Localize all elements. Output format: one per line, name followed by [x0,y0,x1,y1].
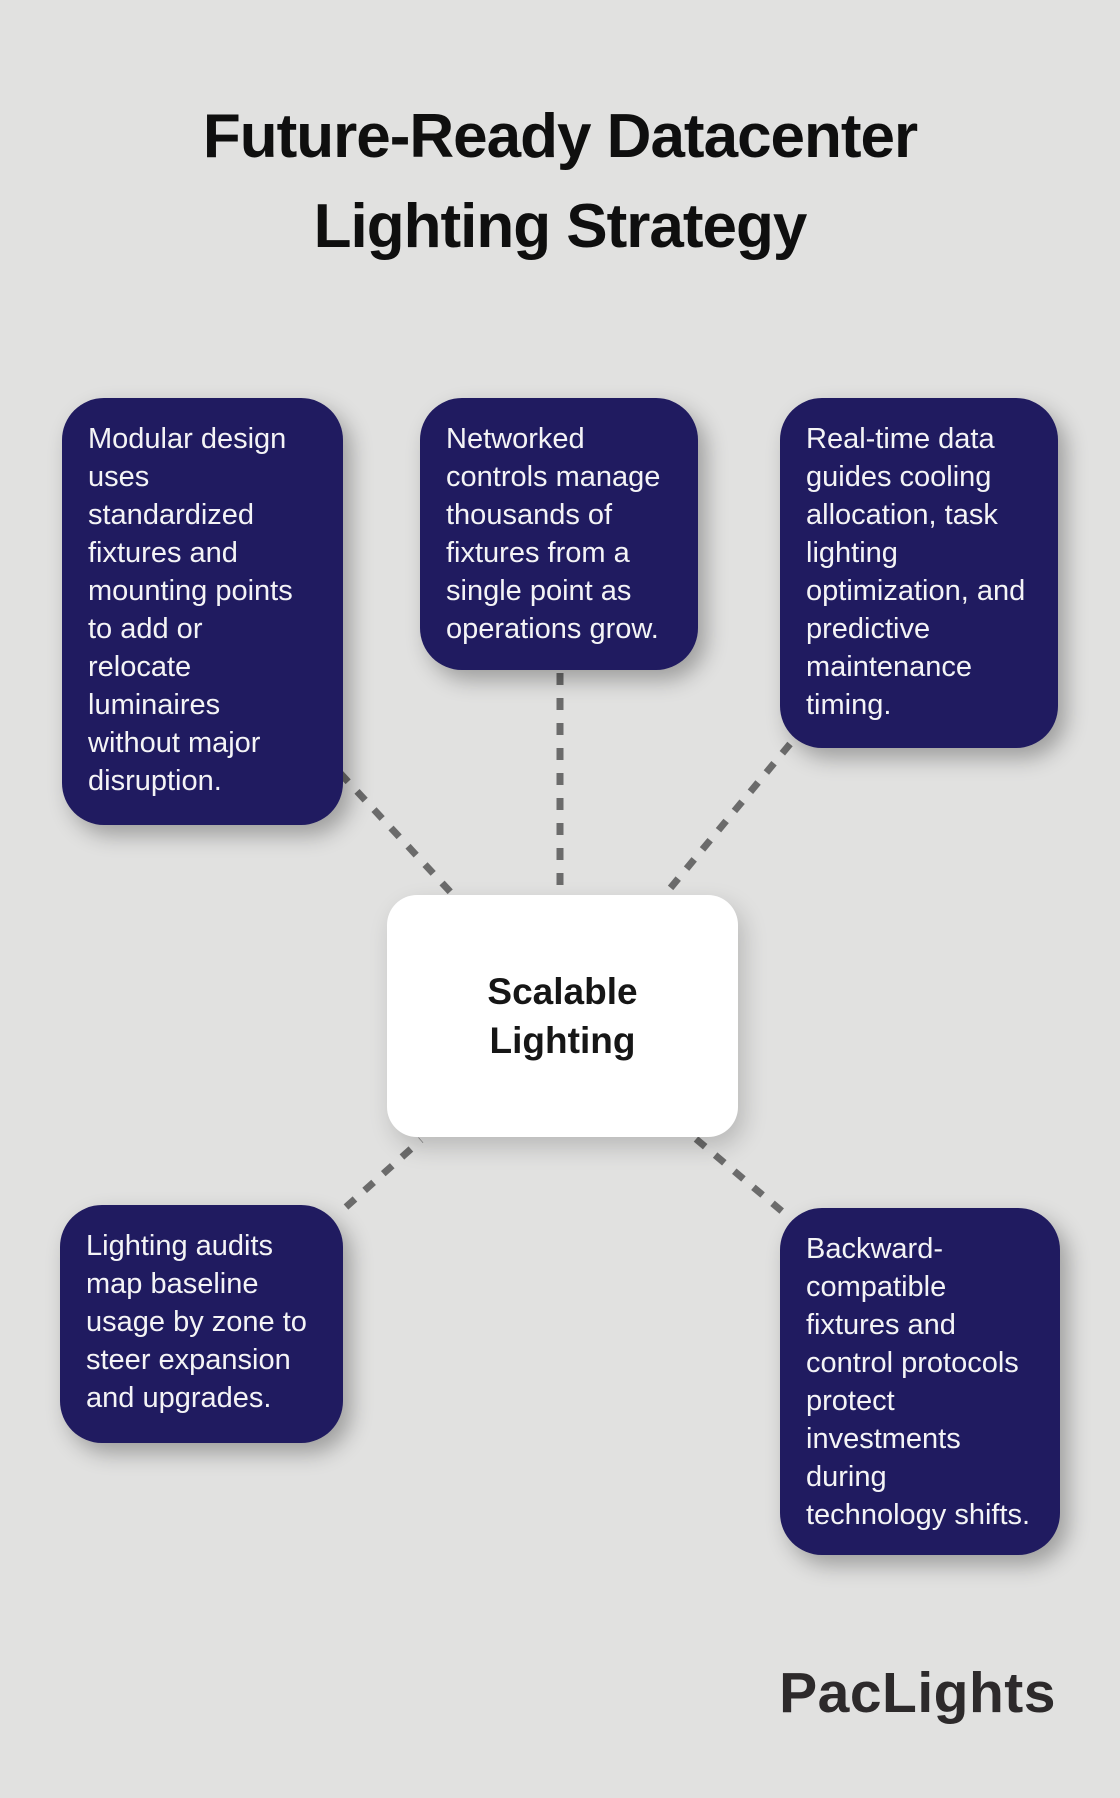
page-title: Future-Ready Datacenter Lighting Strateg… [202,102,918,261]
connector-top-left-line [337,770,459,901]
card-lighting-audits: Lighting audits map baseline usage by zo… [60,1205,343,1443]
center-node-scalable-lighting: Scalable Lighting [387,895,738,1137]
connector-top-right-line [660,741,793,900]
card-realtime-data: Real-time data guides cooling allocation… [780,398,1058,748]
paclights-logo: PacLights [779,1661,1056,1725]
card-networked-controls: Networked controls manage thousands of f… [420,398,698,670]
connector-bottom-left-line [343,1137,424,1210]
card-modular-design: Modular design uses standardized fixture… [62,398,343,825]
card-backward-compatible: Backward- compatible fixtures and contro… [780,1208,1060,1555]
connector-bottom-right-line [693,1136,787,1216]
